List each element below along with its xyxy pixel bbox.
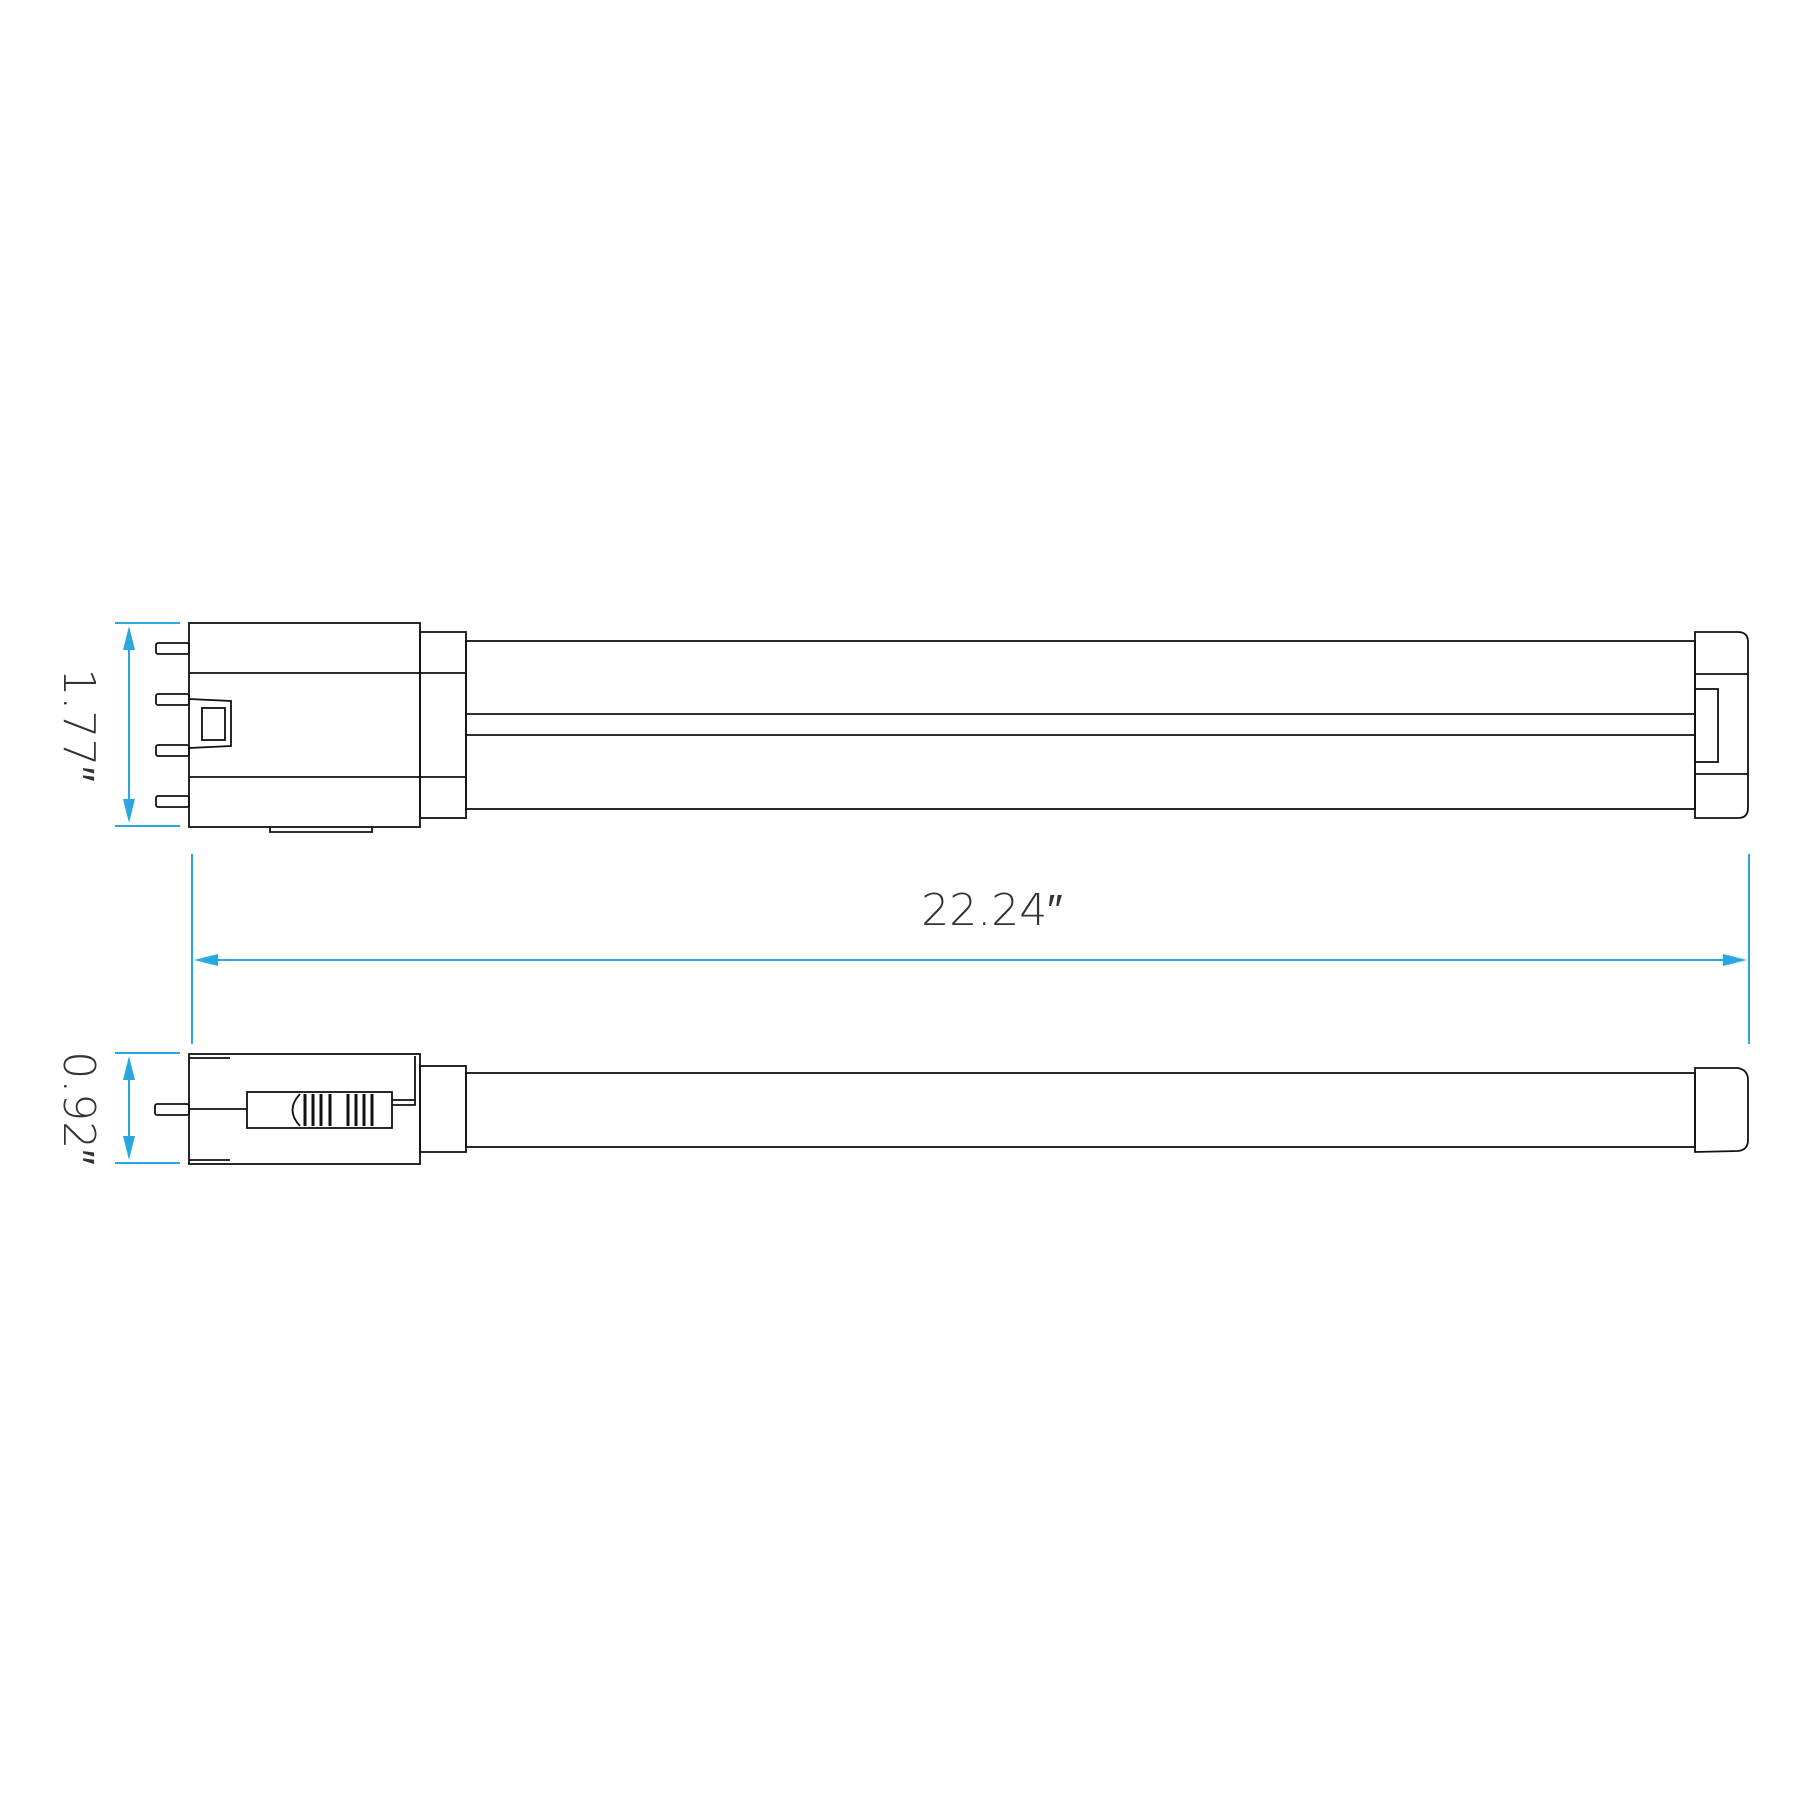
height-label-top: 1.77″ — [53, 668, 104, 782]
top-view — [155, 622, 1749, 833]
length-label: 22.24″ — [921, 885, 1063, 936]
end-cap — [1694, 1067, 1749, 1153]
knurled-knob — [246, 1091, 393, 1129]
tube — [465, 1072, 1696, 1148]
collar — [419, 631, 467, 819]
end-cap — [1694, 631, 1749, 819]
tube — [465, 640, 1696, 810]
collar — [419, 1065, 467, 1153]
connector-body — [188, 622, 421, 828]
height-dimension-top: 1.77″ — [53, 622, 180, 827]
clip — [188, 698, 232, 749]
height-label-bottom: 0.92″ — [53, 1051, 104, 1165]
side-view — [154, 1053, 1749, 1165]
length-dimension: 22.24″ — [191, 854, 1750, 1044]
pins — [155, 642, 190, 808]
pin — [154, 1103, 190, 1116]
height-dimension-bottom: 0.92″ — [53, 1051, 180, 1165]
